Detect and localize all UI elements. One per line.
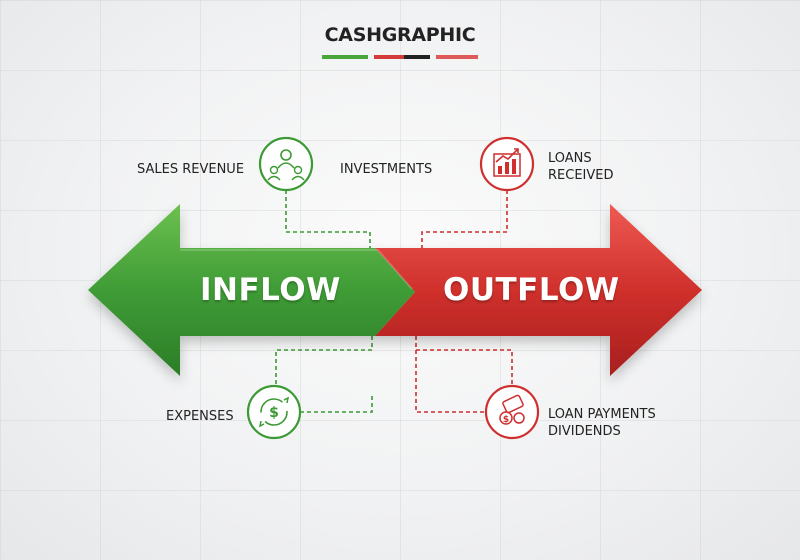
loan-payments-line: LOAN PAYMENTS <box>548 407 656 422</box>
connector-payments-top <box>416 349 513 386</box>
cash-coins-icon: $ <box>484 384 540 440</box>
title-underline-dark <box>404 55 430 59</box>
title-part2: GRAPHIC <box>381 24 476 46</box>
dividends-line: DIVIDENDS <box>548 424 621 439</box>
loan-payments-dividends-label: LOAN PAYMENTS DIVIDENDS <box>548 406 656 440</box>
connector-payments <box>415 336 486 413</box>
title-underline-red <box>374 55 404 59</box>
money-cycle-icon: $ <box>246 384 302 440</box>
title-part1: CASH <box>324 24 382 46</box>
outflow-label: OUTFLOW <box>443 272 620 308</box>
investments-label: INVESTMENTS <box>340 162 433 177</box>
title-underline-green <box>322 55 368 59</box>
connector-expenses-side <box>300 396 373 413</box>
inflow-arrow <box>88 204 415 376</box>
outflow-arrow <box>375 204 702 376</box>
connectors <box>275 190 513 413</box>
loans-line1: LOANS <box>548 151 592 166</box>
connector-expenses <box>275 336 373 386</box>
connector-sales <box>285 190 371 248</box>
sales-revenue-label: SALES REVENUE <box>137 162 245 177</box>
arrow-highlight <box>180 249 413 290</box>
expenses-label: EXPENSES <box>166 409 234 424</box>
svg-text:$: $ <box>269 405 279 421</box>
title-underline <box>322 55 478 59</box>
svg-text:$: $ <box>503 415 509 425</box>
title: CASHGRAPHIC <box>0 24 800 46</box>
loans-line2: RECEIVED <box>548 168 614 183</box>
people-network-icon <box>258 136 314 192</box>
title-underline-pink <box>436 55 478 59</box>
growth-chart-icon <box>479 136 535 192</box>
loans-received-label: LOANS RECEIVED <box>548 150 614 184</box>
connector-loans <box>421 190 508 248</box>
inflow-label: INFLOW <box>200 272 341 308</box>
